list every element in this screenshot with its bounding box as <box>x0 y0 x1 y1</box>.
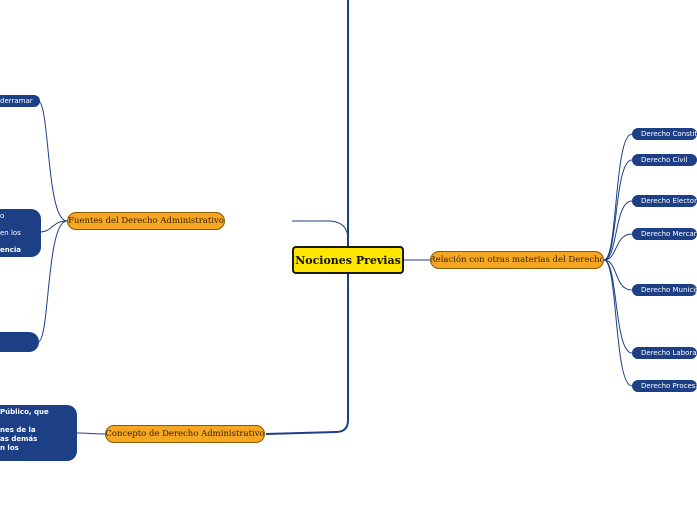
branch-label: Fuentes del Derecho Administrativo <box>68 216 224 226</box>
subtopic-text: Derecho Civil <box>641 156 688 164</box>
subtopic-text-line: Público, que <box>0 408 49 416</box>
subtopic-fuentes-1[interactable]: derramar <box>0 95 40 107</box>
subtopic-text-line: en los <box>0 229 21 237</box>
subtopic-text: Derecho Municip <box>641 286 697 294</box>
subtopic-concepto-1[interactable]: Público, que nes de la as demás n los <box>0 405 77 461</box>
subtopic-fuentes-2[interactable]: o en los encia <box>0 209 41 257</box>
subtopic-text: Derecho Constit <box>641 130 697 138</box>
branch-concepto-derecho-administrativo[interactable]: Concepto de Derecho Administrativo <box>105 425 265 443</box>
subtopic-text-line: o <box>0 212 5 220</box>
subtopic-derecho-municipal[interactable]: Derecho Municip <box>632 284 697 296</box>
subtopic-text-line: nes de la <box>0 426 36 434</box>
subtopic-text: Derecho Mercan <box>641 230 697 238</box>
central-topic-label: Nociones Previas <box>295 253 401 267</box>
subtopic-text-line: as demás <box>0 435 38 443</box>
subtopic-text: Derecho Procesa <box>641 382 697 390</box>
subtopic-text: Derecho Elector <box>641 197 697 205</box>
branch-label: Relación con otras materias del Derecho <box>430 255 604 265</box>
central-topic-nociones-previas[interactable]: Nociones Previas <box>292 246 404 274</box>
branch-relacion-otras-materias[interactable]: Relación con otras materias del Derecho <box>430 251 604 269</box>
subtopic-text-line: n los <box>0 444 19 452</box>
subtopic-derecho-electoral[interactable]: Derecho Elector <box>632 195 697 207</box>
subtopic-derecho-civil[interactable]: Derecho Civil <box>632 154 697 166</box>
subtopic-derecho-procesal[interactable]: Derecho Procesa <box>632 380 697 392</box>
branch-fuentes-derecho-administrativo[interactable]: Fuentes del Derecho Administrativo <box>67 212 225 230</box>
subtopic-derecho-mercantil[interactable]: Derecho Mercan <box>632 228 697 240</box>
subtopic-text: derramar <box>0 97 33 105</box>
subtopic-text-line: encia <box>0 246 22 254</box>
subtopic-fuentes-3[interactable] <box>0 332 39 352</box>
branch-label: Concepto de Derecho Administrativo <box>105 429 265 439</box>
subtopic-derecho-laboral[interactable]: Derecho Laboral <box>632 347 697 359</box>
subtopic-derecho-constitucional[interactable]: Derecho Constit <box>632 128 697 140</box>
subtopic-text: Derecho Laboral <box>641 349 697 357</box>
